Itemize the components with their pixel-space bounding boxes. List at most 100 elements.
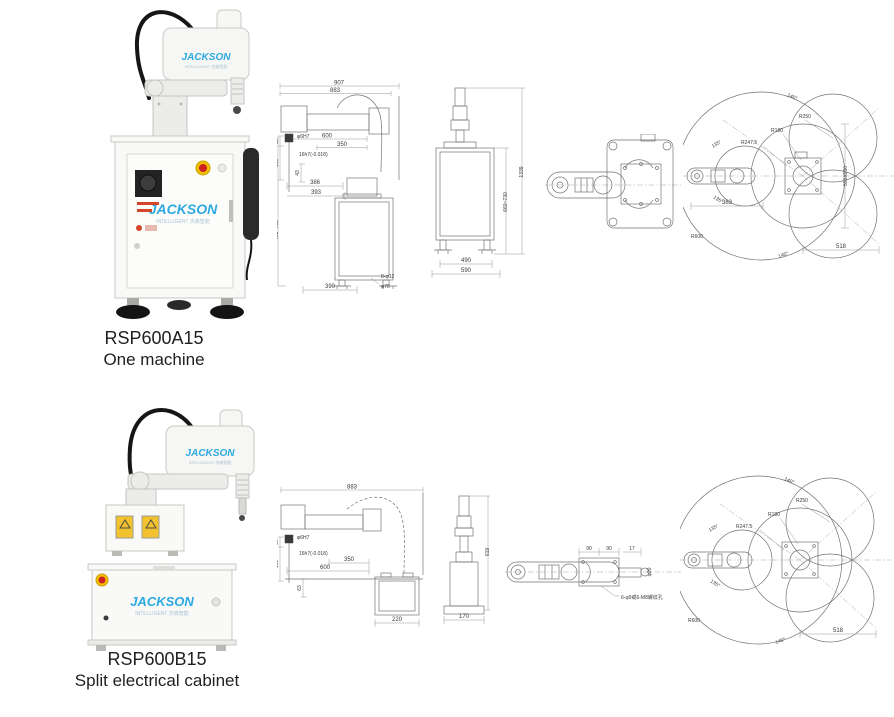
pendant-cable bbox=[245, 239, 253, 281]
dim-490: 490 bbox=[461, 258, 472, 264]
cabinet-foot bbox=[216, 645, 226, 651]
dim-170: 170 bbox=[459, 614, 470, 620]
estop-button[interactable] bbox=[98, 576, 106, 584]
dim-shaft-dia: φ6H7 bbox=[297, 535, 310, 541]
work-envelope-b: 140° R250 R180 R247.5 135° 135° R600 518… bbox=[680, 475, 891, 646]
drawing-outline bbox=[443, 495, 485, 615]
brand-tagline: INTELLIGENT 杰森智能 bbox=[185, 63, 228, 69]
quill-housing bbox=[230, 77, 245, 105]
front-view-b: 619 170 bbox=[443, 495, 491, 624]
label-r247: R247.5 bbox=[741, 140, 757, 146]
angle-bottom: 140° bbox=[775, 637, 787, 646]
red-stripe bbox=[137, 202, 159, 205]
teach-pendant[interactable] bbox=[243, 148, 259, 240]
cabinet-lip bbox=[110, 135, 250, 143]
dimension-lines bbox=[578, 548, 642, 597]
arm-link bbox=[127, 473, 229, 490]
foot-stem bbox=[221, 298, 233, 308]
angle-j2-up: 135° bbox=[711, 139, 723, 150]
dim-590: 590 bbox=[461, 268, 472, 274]
dimension-lines bbox=[443, 495, 490, 624]
caption-model-b: RSP600B15 Split electrical cabinet bbox=[38, 648, 276, 691]
dimension-lines bbox=[277, 83, 400, 294]
centerlines bbox=[680, 491, 891, 629]
ball-screw bbox=[238, 497, 247, 515]
dim-350: 350 bbox=[337, 142, 348, 148]
dim-63: 63 bbox=[297, 585, 303, 591]
warning-sticker bbox=[136, 225, 142, 231]
foot bbox=[116, 305, 150, 319]
cabinet-flange bbox=[87, 639, 237, 646]
angle-top: 140° bbox=[786, 92, 798, 102]
red-stripe bbox=[137, 209, 152, 212]
drawing-outline bbox=[546, 134, 674, 229]
dim-386: 386 bbox=[310, 180, 321, 186]
brand-tagline: INTELLIGENT 杰森智能 bbox=[156, 218, 210, 225]
caption-model-a: RSP600A15 One machine bbox=[48, 327, 260, 370]
keyhole bbox=[134, 243, 140, 249]
bolt bbox=[179, 102, 183, 106]
note-holes: 6-φ9或6-M8螺纹孔 bbox=[621, 594, 663, 601]
work-envelope-a: 140° R250 R180 R247.5 135° 135° 383 550X… bbox=[683, 91, 894, 261]
main-switch-knob[interactable] bbox=[139, 174, 157, 192]
keyhole[interactable] bbox=[103, 615, 109, 621]
dim-619: 619 bbox=[485, 548, 491, 557]
angle-j2-dn: 135° bbox=[709, 579, 721, 590]
drawing-outline bbox=[434, 87, 496, 254]
tool-tip bbox=[233, 106, 241, 114]
robot-arm-illustration: JACKSON INTELLIGENT 杰森智能 bbox=[105, 408, 255, 556]
robot-arm-illustration: JACKSON INTELLIGENT 杰森智能 bbox=[134, 9, 250, 143]
power-button[interactable] bbox=[217, 163, 227, 173]
brand-logo: JACKSON bbox=[130, 594, 194, 609]
dimension-lines bbox=[690, 119, 880, 254]
dimension-lines bbox=[759, 503, 877, 638]
model-b-name: RSP600B15 bbox=[107, 649, 207, 669]
dim-shaft-tol: 16h7(-0.018) bbox=[299, 551, 328, 557]
dim-660-730: 660~730 bbox=[503, 192, 509, 212]
angle-bottom: 140° bbox=[778, 251, 790, 260]
dim-383: 383 bbox=[722, 200, 733, 206]
base-foot bbox=[112, 551, 122, 556]
dim-883: 883 bbox=[347, 485, 358, 491]
drawing-outline bbox=[280, 94, 400, 289]
bellows-lines bbox=[232, 83, 243, 95]
dim-883: 883 bbox=[330, 88, 341, 94]
brand-logo: JACKSON bbox=[182, 52, 232, 63]
brand-logo: JACKSON bbox=[149, 201, 218, 217]
door-knob[interactable] bbox=[211, 597, 221, 607]
warning-label bbox=[141, 515, 160, 539]
bolt bbox=[157, 102, 161, 106]
dim-90b: 90 bbox=[606, 546, 612, 552]
model-a-name: RSP600A15 bbox=[104, 328, 204, 348]
brand-logo: JACKSON bbox=[186, 448, 236, 459]
dim-390: 390 bbox=[325, 284, 336, 290]
dim-150: 150 bbox=[277, 560, 280, 569]
foot-stem bbox=[127, 298, 139, 308]
dim-518: 518 bbox=[833, 628, 844, 634]
label-r180: R180 bbox=[771, 128, 783, 134]
base-neck bbox=[125, 488, 157, 506]
dim-shaft-dia: φ6H7 bbox=[297, 134, 310, 140]
angle-top: 140° bbox=[783, 476, 795, 486]
label-r247: R247.5 bbox=[736, 524, 752, 530]
cabinet-foot bbox=[96, 645, 106, 651]
dim-30: 30 bbox=[277, 539, 280, 545]
angle-j2-up: 135° bbox=[708, 523, 720, 534]
door-handle[interactable] bbox=[229, 200, 233, 222]
cabinet-illustration: JACKSON INTELLIGENT 杰森智能 bbox=[87, 563, 237, 651]
warning-label bbox=[115, 515, 134, 539]
dim-1339: 1339 bbox=[519, 166, 525, 177]
dim-723-793: 723~793 bbox=[277, 220, 280, 240]
top-view-a bbox=[545, 134, 683, 229]
quill-housing bbox=[235, 473, 250, 499]
dim-shaft: φ20 bbox=[647, 567, 653, 576]
dim-220: 220 bbox=[392, 617, 403, 623]
photo-rsp600a15: JACKSON INTELLIGENT 杰森智能 JACKSON INTELLI… bbox=[110, 9, 259, 319]
label-r250: R250 bbox=[796, 498, 808, 504]
label-r180: R180 bbox=[768, 512, 780, 518]
front-view-a: 1339 660~730 490 590 bbox=[431, 87, 525, 278]
arm-pivot bbox=[146, 79, 164, 97]
estop-button[interactable] bbox=[199, 164, 207, 172]
centerlines bbox=[683, 107, 894, 245]
